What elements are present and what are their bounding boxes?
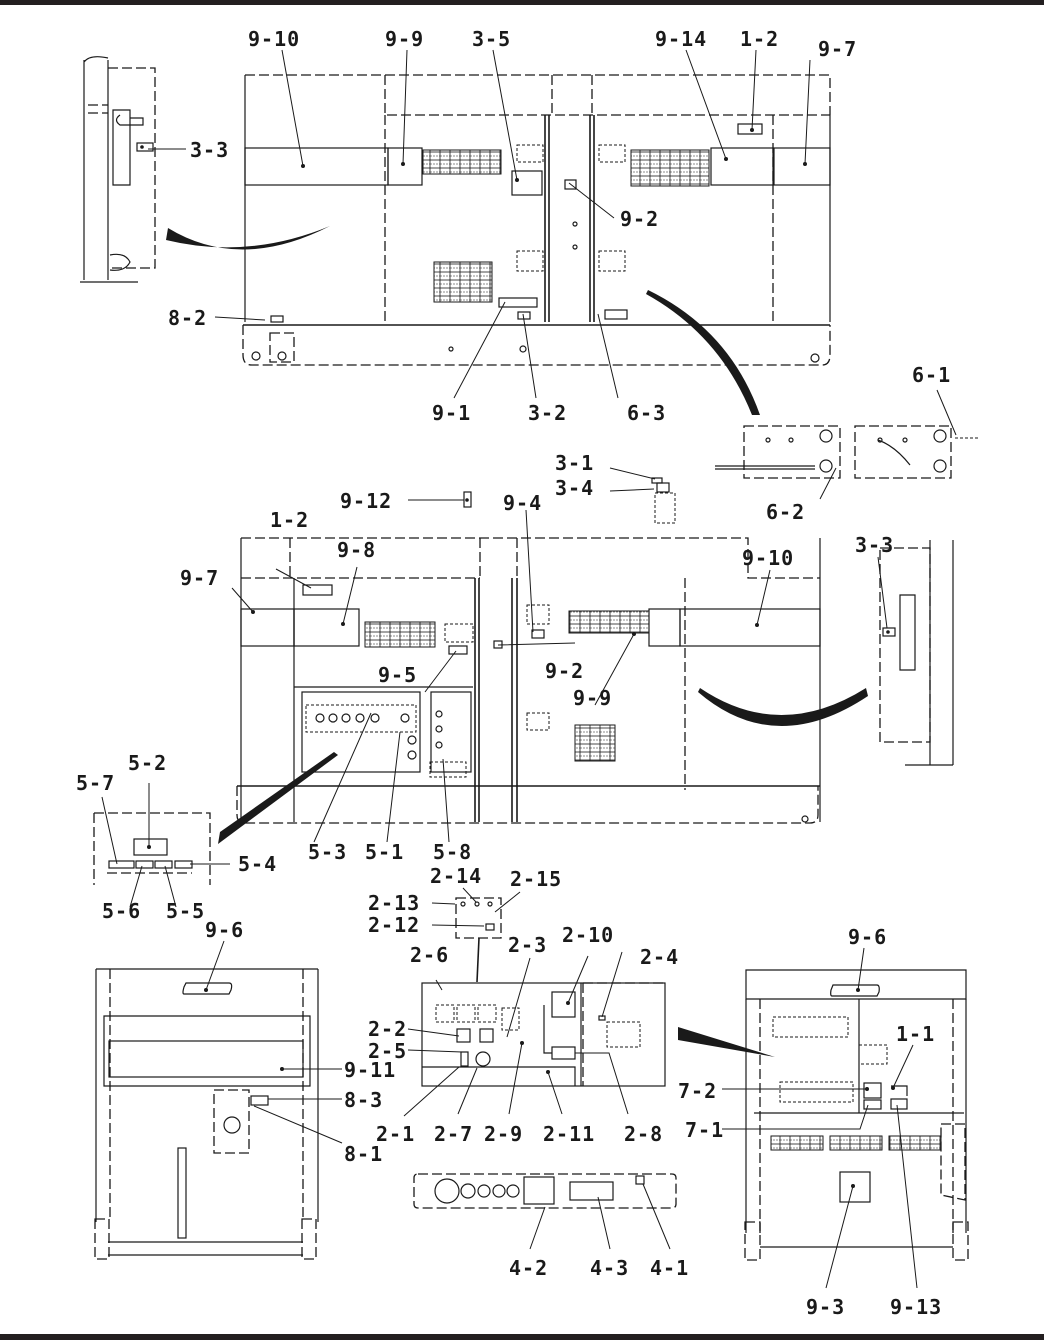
side-view-middle: [236, 537, 821, 824]
callout-label: 2-4: [640, 945, 679, 969]
callout-label: 4-2: [509, 1256, 548, 1280]
callout-label: 3-4: [555, 476, 594, 500]
callout-label: 2-13: [368, 891, 420, 915]
callout-label: 9-7: [818, 37, 857, 61]
callout-label: 5-5: [166, 899, 205, 923]
callout-label: 2-1: [376, 1122, 415, 1146]
callout-label: 3-3: [855, 533, 894, 557]
callout-label: 1-1: [896, 1022, 935, 1046]
callout-label: 9-6: [848, 925, 887, 949]
callout-label: 2-6: [410, 943, 449, 967]
callout-label: 2-5: [368, 1039, 407, 1063]
end-view-right: 9-6 1-1 7-2 7-1 9-3 9-13: [678, 925, 969, 1319]
callout-label: 9-1: [432, 401, 471, 425]
callout-label: 2-12: [368, 913, 420, 937]
callout-label: 1-2: [740, 27, 779, 51]
radiator-detail-right: [879, 540, 954, 766]
callout-label: 2-2: [368, 1017, 407, 1041]
pointer-arrow: [218, 752, 338, 844]
detail-gauge-panel: 4-2 4-3 4-1: [413, 1173, 689, 1280]
callout-label: 3-2: [528, 401, 567, 425]
callout-label: 5-4: [238, 852, 277, 876]
callout-label: 9-7: [180, 566, 219, 590]
callout-label: 9-2: [545, 659, 584, 683]
pointer-arrow: [698, 688, 868, 727]
callout-label: 9-4: [503, 491, 542, 515]
callout-label: 3-1: [555, 451, 594, 475]
radiator-detail-left: [80, 56, 156, 283]
callout-label: 9-10: [742, 546, 794, 570]
callout-label: 8-2: [168, 306, 207, 330]
callout-label: 9-13: [890, 1295, 942, 1319]
callout-label: 9-9: [573, 686, 612, 710]
callout-label: 8-1: [344, 1142, 383, 1166]
callout-label: 4-3: [590, 1256, 629, 1280]
callout-label: 2-9: [484, 1122, 523, 1146]
callout-label: 5-1: [365, 840, 404, 864]
callout-label: 2-8: [624, 1122, 663, 1146]
callout-label: 5-7: [76, 771, 115, 795]
callout-label: 4-1: [650, 1256, 689, 1280]
callout-label: 5-3: [308, 840, 347, 864]
callout-label: 7-1: [685, 1118, 724, 1142]
callout-label: 2-7: [434, 1122, 473, 1146]
detail-top-parts: 3-1 3-4 9-12: [340, 451, 676, 524]
detail-output-panel: 5-2 5-7 5-4 5-6 5-5: [76, 751, 277, 923]
callout-label: 5-2: [128, 751, 167, 775]
callout-label: 6-2: [766, 500, 805, 524]
callout-label: 9-12: [340, 489, 392, 513]
side-view-top: 9-10 9-9 3-5 9-14 1-2 9-7 3-3 9-2 8-2 9-…: [80, 27, 857, 425]
end-view-left: 9-6 9-11 8-3 8-1: [94, 918, 396, 1260]
callout-label: 9-6: [205, 918, 244, 942]
callout-label: 2-3: [508, 933, 547, 957]
callout-label: 6-1: [912, 363, 951, 387]
pointer-arrow: [166, 226, 330, 250]
callout-label: 9-8: [337, 538, 376, 562]
callout-label: 9-14: [655, 27, 707, 51]
callout-label: 8-3: [344, 1088, 383, 1112]
callout-label: 9-5: [378, 663, 417, 687]
callout-label: 9-9: [385, 27, 424, 51]
callout-label: 9-3: [806, 1295, 845, 1319]
detail-control-panel: 2-14 2-15 2-13 2-12 2-6 2-3 2-10 2-4 2-2…: [368, 864, 679, 1146]
callout-label: 9-11: [344, 1058, 396, 1082]
callout-label: 9-2: [620, 207, 659, 231]
pointer-arrow: [678, 1027, 775, 1057]
callout-label: 2-14: [430, 864, 482, 888]
callout-label: 6-3: [627, 401, 666, 425]
callout-label: 2-10: [562, 923, 614, 947]
generator-body-top: [242, 74, 831, 366]
detail-battery-tray: 6-1 6-2: [715, 363, 980, 524]
callout-label: 5-8: [433, 840, 472, 864]
callout-label: 2-15: [510, 867, 562, 891]
pointer-arrow: [646, 290, 760, 415]
bottom-border-bar: [0, 1334, 1044, 1340]
callout-label: 5-6: [102, 899, 141, 923]
top-border-bar: [0, 0, 1044, 5]
callout-label: 7-2: [678, 1079, 717, 1103]
callout-label: 3-5: [472, 27, 511, 51]
callout-label: 2-11: [543, 1122, 595, 1146]
callout-label: 3-3: [190, 138, 229, 162]
callout-label: 1-2: [270, 508, 309, 532]
callout-label: 9-10: [248, 27, 300, 51]
